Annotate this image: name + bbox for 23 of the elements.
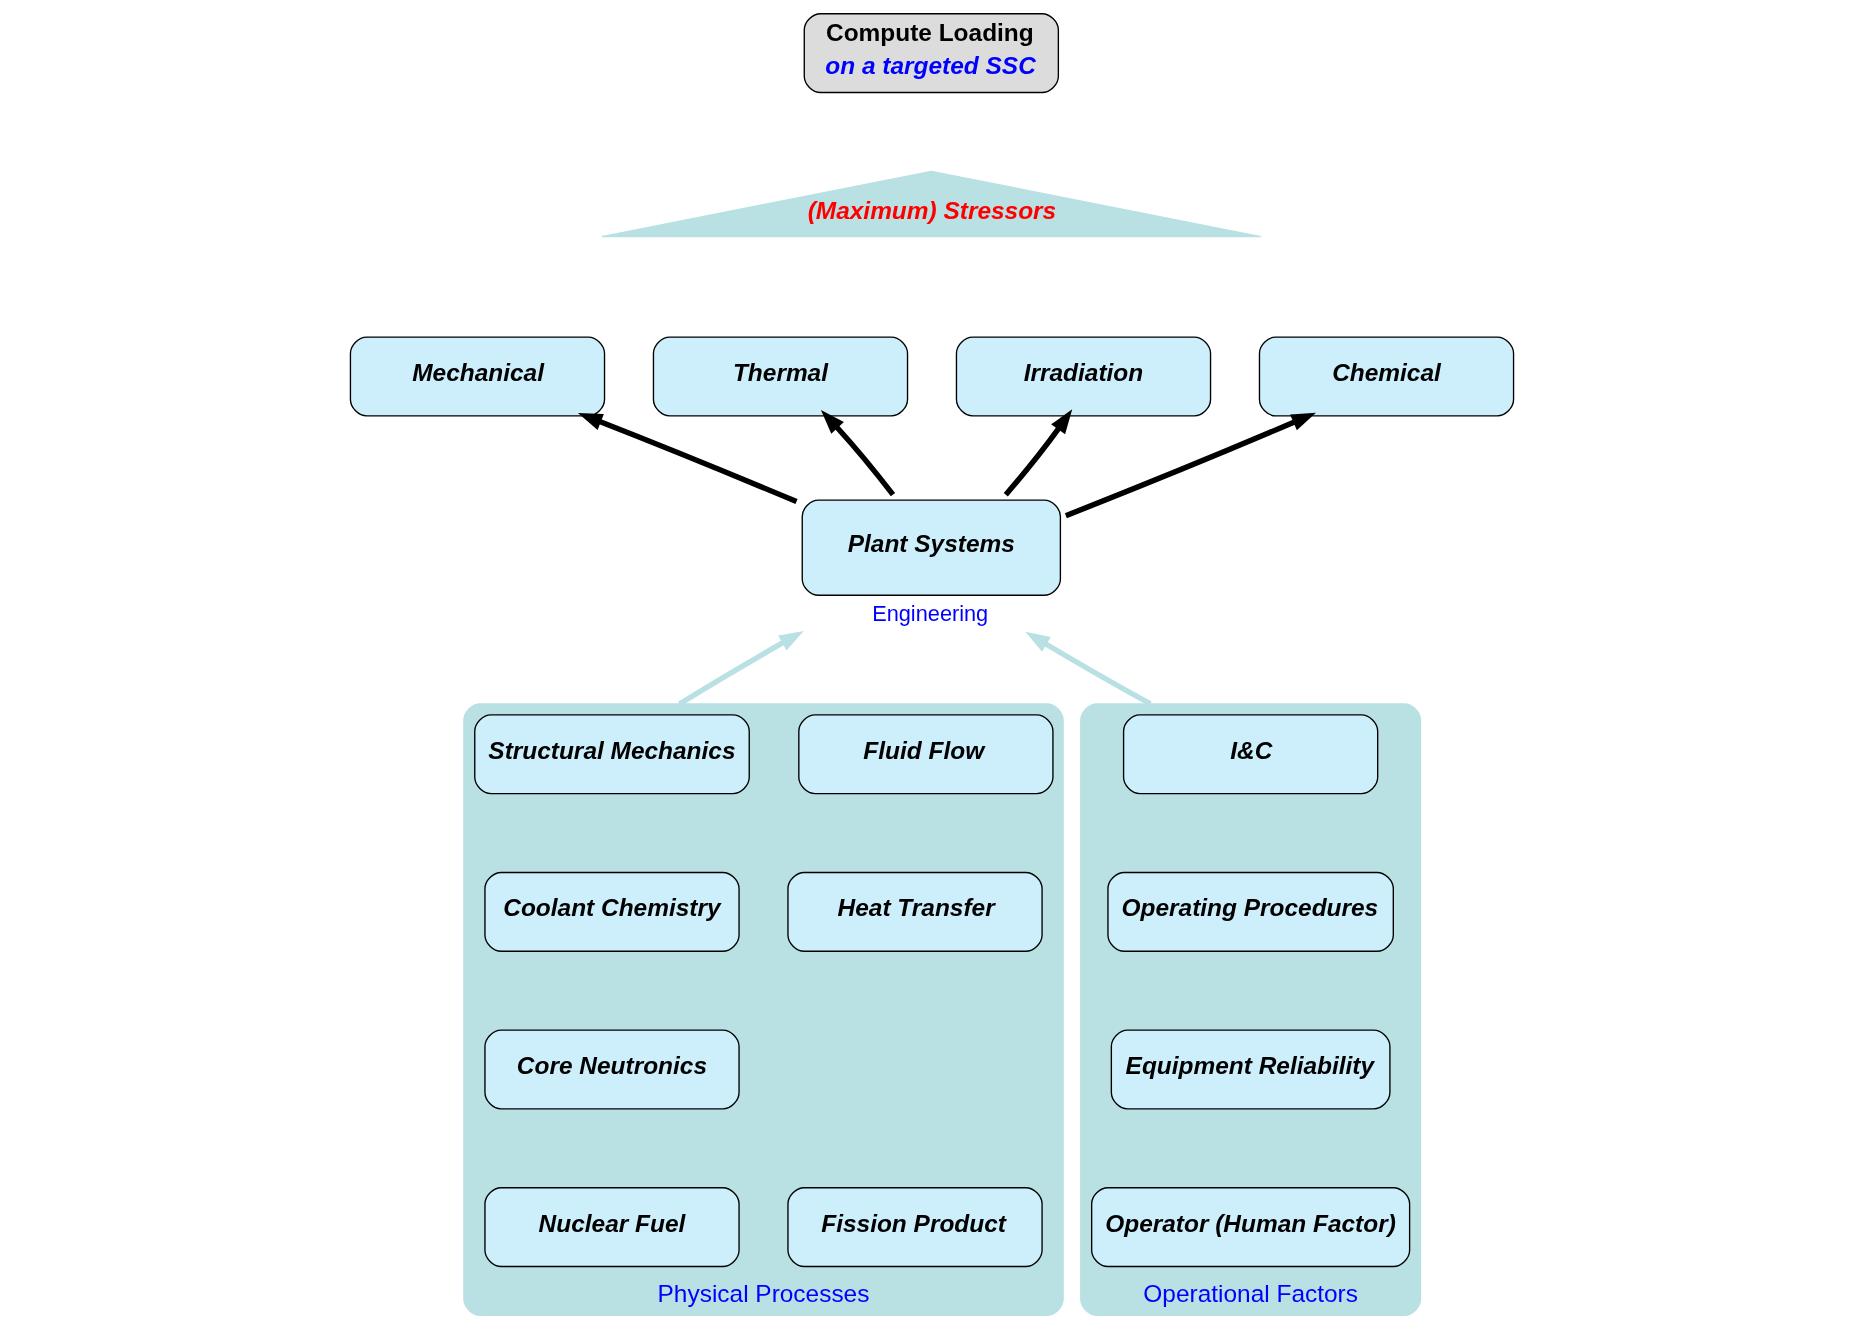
node-box: Heat Transfer — [787, 871, 1043, 952]
node-box: Equipment Reliability — [1110, 1029, 1391, 1110]
node-box: Nuclear Fuel — [484, 1187, 740, 1268]
node-box: Coolant Chemistry — [484, 871, 740, 952]
arrow — [820, 409, 896, 497]
node-box: Compute Loading on a targeted SSC — [803, 13, 1060, 94]
arrow — [678, 630, 804, 707]
node-box: I&C — [1122, 714, 1379, 795]
node-box: Core Neutronics — [484, 1029, 740, 1110]
node-box: Structural Mechanics — [474, 714, 750, 795]
arrow — [1025, 631, 1152, 707]
node-box: Fluid Flow — [798, 714, 1054, 795]
node-box: Thermal — [652, 336, 909, 417]
node-box: Operating Procedures — [1107, 871, 1394, 952]
arrow — [1064, 412, 1316, 519]
node-box: Operator (Human Factor) — [1091, 1187, 1411, 1268]
node-box: Fission Product — [787, 1187, 1043, 1268]
arrow — [1003, 409, 1073, 497]
node-box: Mechanical — [349, 336, 606, 417]
arrow — [577, 412, 798, 505]
node-box: Chemical — [1258, 336, 1515, 417]
node-box: Irradiation — [955, 336, 1212, 417]
node-label: Engineering — [872, 600, 989, 626]
